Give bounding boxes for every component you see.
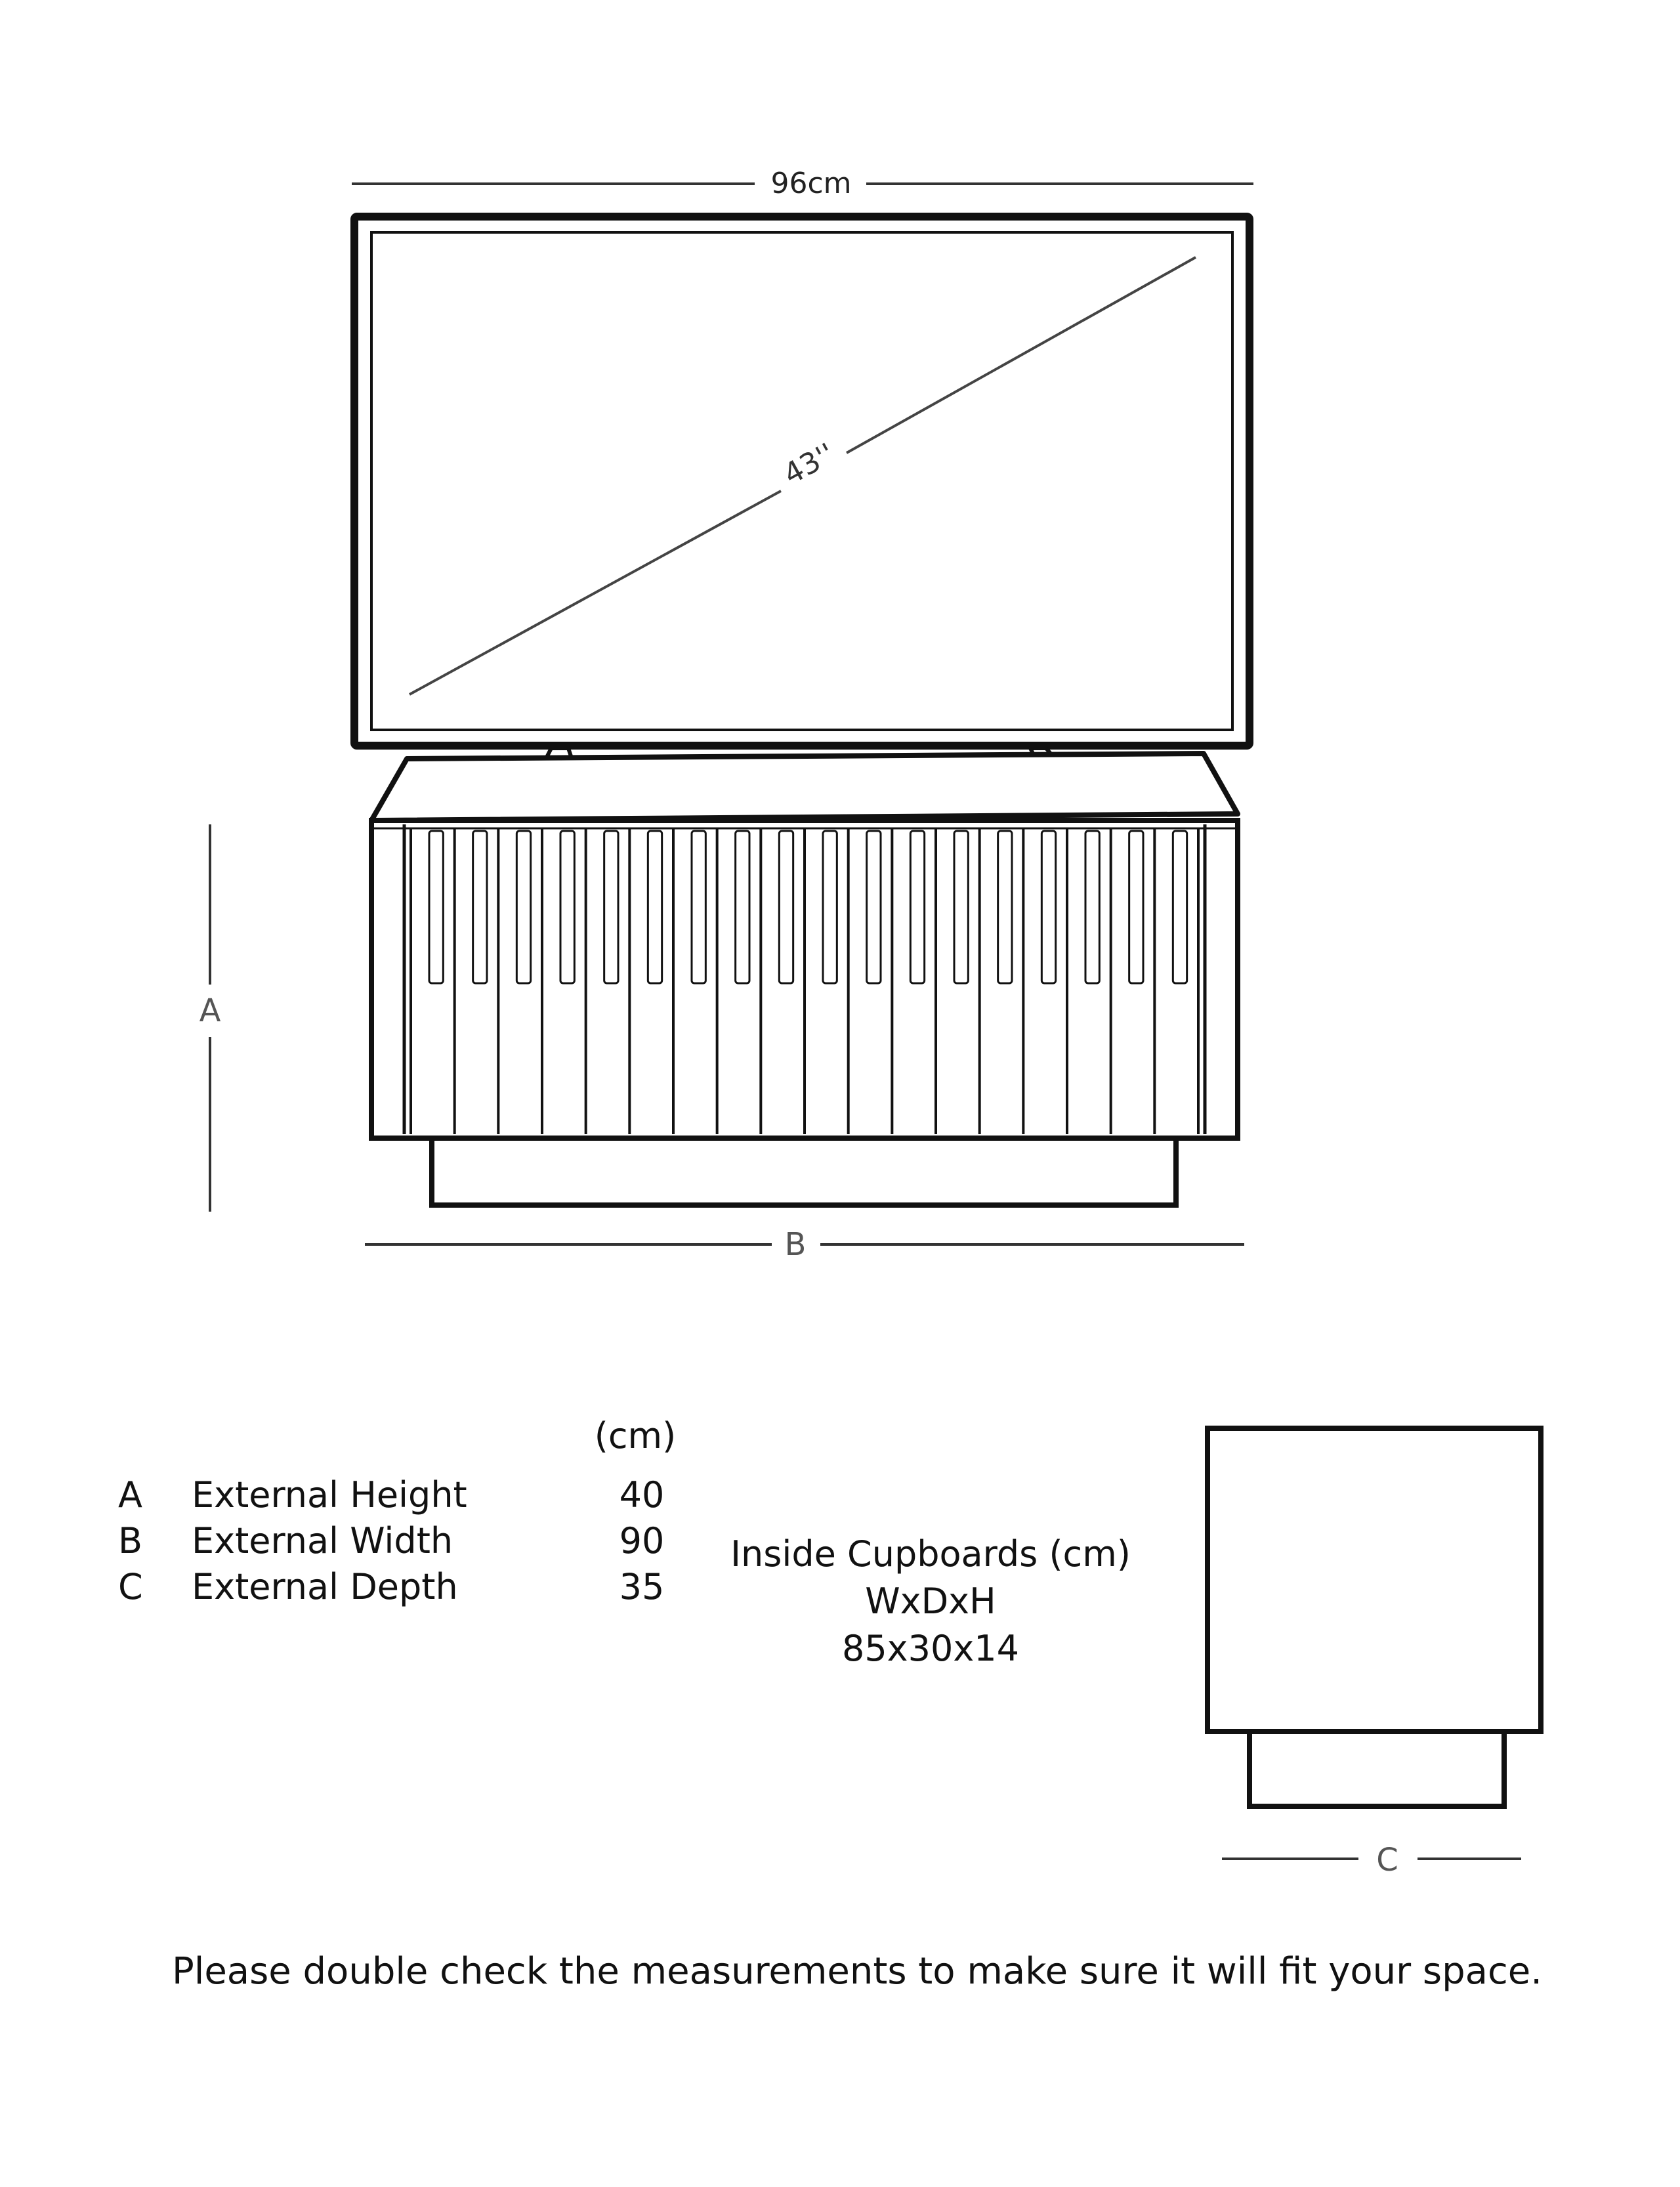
tv-width-dimension: 96cm [352, 167, 1253, 200]
flute-slot [778, 830, 795, 985]
flute-slot [646, 830, 663, 985]
tv-screen: 43'' [350, 213, 1253, 750]
flute-slot [997, 830, 1013, 985]
flute-slot [515, 830, 532, 985]
width-dimension: B [365, 1226, 1244, 1263]
flute-slot [428, 830, 444, 985]
spec-value: 90 [620, 1520, 665, 1561]
spec-name: External Width [192, 1520, 453, 1561]
flute-slot [690, 830, 707, 985]
flute-slot [1040, 830, 1057, 985]
flute-slot [472, 830, 488, 985]
depth-dimension: C [1222, 1842, 1521, 1879]
tv-width-label: 96cm [770, 167, 851, 200]
flute-slot [559, 830, 576, 985]
flute-slot [1128, 830, 1144, 985]
spec-name: External Height [192, 1474, 467, 1516]
spec-letter: B [118, 1520, 142, 1561]
flute-slot [953, 830, 969, 985]
spec-name: External Depth [192, 1566, 458, 1607]
inside-cupboards: Inside Cupboards (cm) WxDxH 85x30x14 [730, 1533, 1131, 1669]
spec-letter: C [118, 1566, 143, 1607]
flute-slot [734, 830, 751, 985]
flute-slot [603, 830, 620, 985]
flute-slot [866, 830, 882, 985]
spec-value: 35 [620, 1566, 665, 1607]
cabinet-fluting [410, 828, 1200, 1134]
height-dimension-label: A [200, 992, 221, 1029]
inside-cupboards-values: 85x30x14 [842, 1628, 1019, 1669]
width-dimension-label: B [785, 1226, 807, 1263]
flute-slot [1171, 830, 1188, 985]
height-dimension: A [200, 824, 221, 1212]
inside-cupboards-title: Inside Cupboards (cm) [730, 1533, 1131, 1575]
flute-slot [822, 830, 838, 985]
spec-letter: A [118, 1474, 142, 1516]
inside-cupboards-format: WxDxH [865, 1581, 996, 1622]
flute-slot [909, 830, 926, 985]
depth-dimension-label: C [1376, 1842, 1398, 1879]
tv-unit-cabinet [369, 751, 1240, 1208]
specs-unit-header: (cm) [595, 1415, 676, 1456]
side-view-diagram [1205, 1426, 1544, 1809]
flute-slot [1084, 830, 1101, 985]
fit-footnote: Please double check the measurements to … [172, 1950, 1542, 1993]
specs-table: (cm) A External Height 40 B External Wid… [118, 1415, 676, 1607]
spec-value: 40 [620, 1474, 665, 1516]
